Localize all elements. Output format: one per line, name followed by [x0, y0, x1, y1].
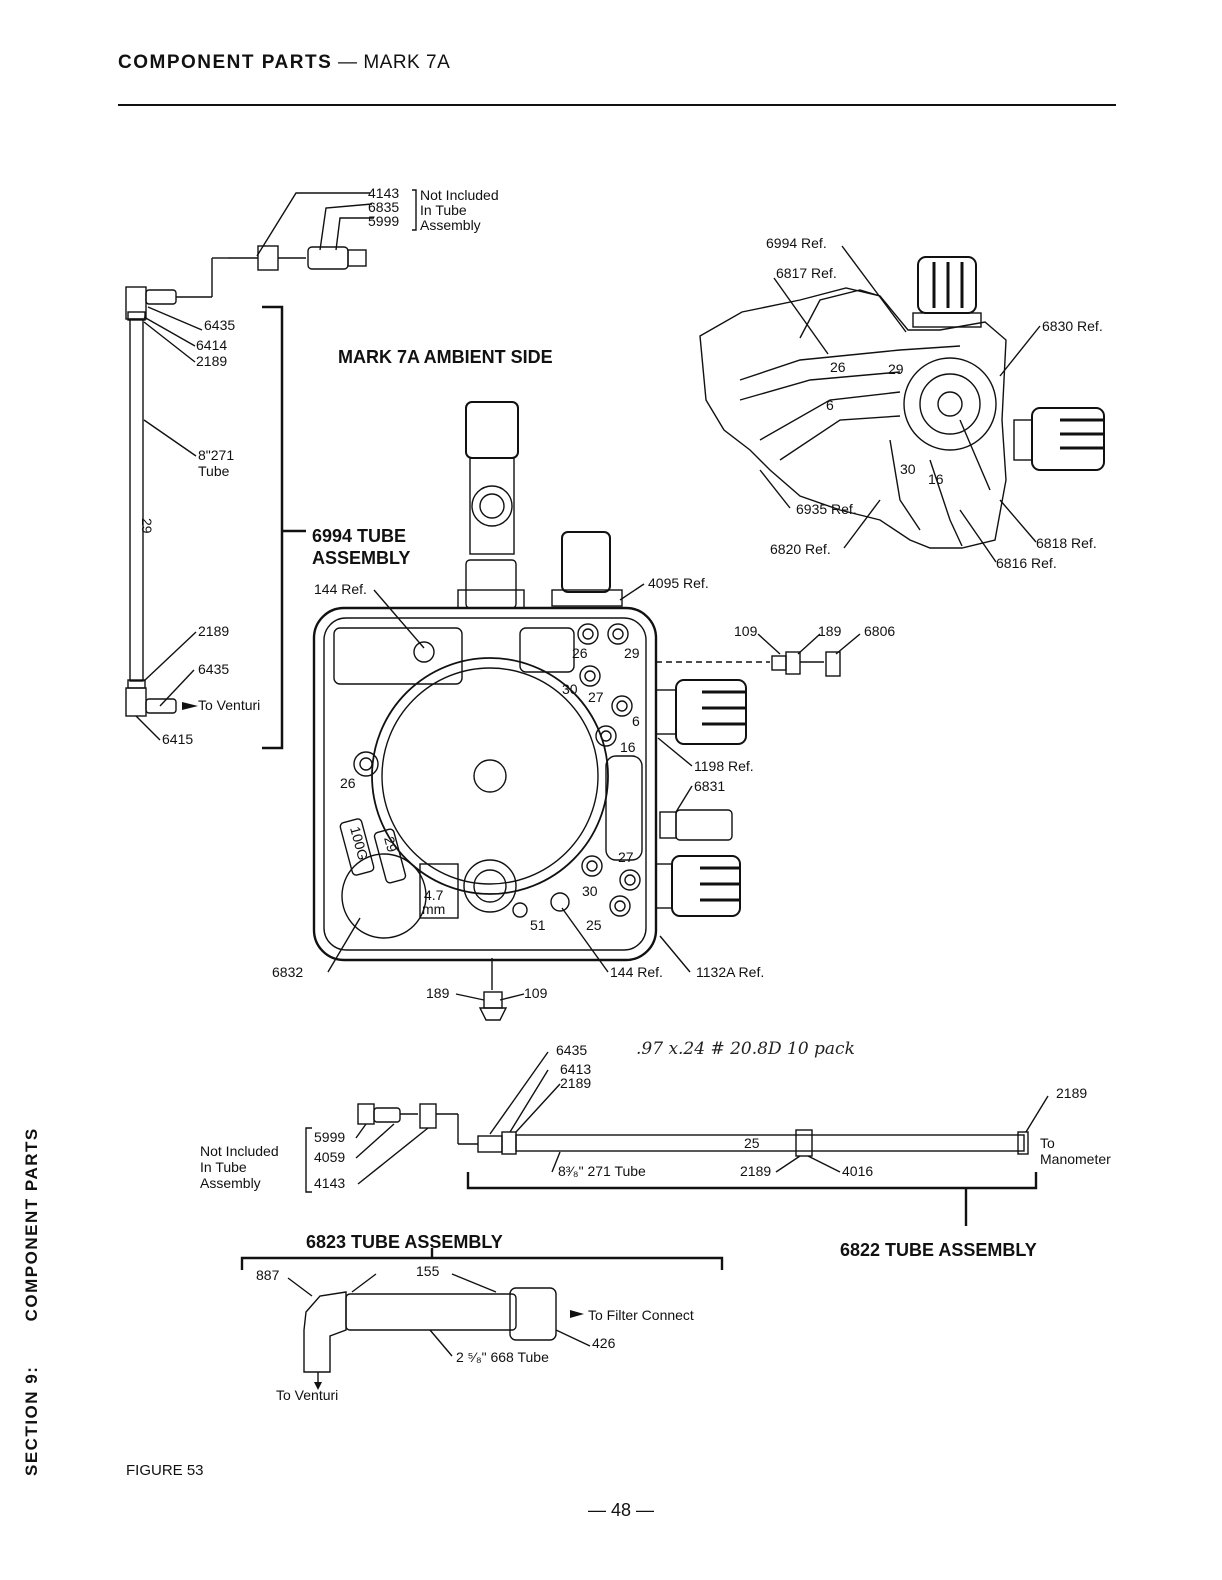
port-number: 27	[618, 849, 634, 865]
tube822-part: 25	[744, 1135, 760, 1151]
body-part: 109	[524, 985, 548, 1001]
header-dash: —	[338, 52, 358, 73]
body-part: 144 Ref.	[314, 581, 367, 597]
assembly-6994-label: ASSEMBLY	[312, 548, 410, 568]
detail-ref: 6817 Ref.	[776, 265, 837, 281]
assembly-6823-label: 6823 TUBE ASSEMBLY	[306, 1232, 503, 1252]
tube994-part: 29	[139, 518, 155, 534]
detail-port: 6	[826, 397, 834, 413]
header-rule	[118, 104, 1116, 106]
body-part: 4095 Ref.	[648, 575, 709, 591]
tube822-part: 6413	[560, 1061, 591, 1077]
body-part: 6806	[864, 623, 895, 639]
detail-ref: 6820 Ref.	[770, 541, 831, 557]
body-part: 6831	[694, 778, 725, 794]
not-included-note: Assembly	[200, 1175, 261, 1191]
figure-label: FIGURE 53	[126, 1462, 204, 1479]
top-fit-part: 5999	[368, 213, 399, 229]
body-part: 1132A Ref.	[696, 964, 764, 980]
not-included-note: In Tube	[200, 1159, 247, 1175]
to-venturi-label: To Venturi	[276, 1387, 338, 1403]
header-bold: COMPONENT PARTS	[118, 52, 333, 73]
to-filter-label: To Filter Connect	[588, 1307, 694, 1323]
port-number: 26	[572, 645, 588, 661]
port-number: 16	[620, 739, 636, 755]
tube994-part: 2189	[198, 623, 229, 639]
tube823-part: 426	[592, 1335, 616, 1351]
section-side-label: SECTION 9: COMPONENT PARTS	[22, 1127, 42, 1476]
not-included-note: Not Included	[200, 1143, 279, 1159]
handwritten-note: .97 x.24 # 20.8D 10 pack	[636, 1039, 855, 1059]
tube994-part: 6414	[196, 337, 227, 353]
not-included-note: Assembly	[420, 217, 481, 233]
body-part: 144 Ref.	[610, 964, 663, 980]
tube822-part: 4016	[842, 1163, 873, 1179]
tube994-part: 2189	[196, 353, 227, 369]
port-number: 25	[586, 917, 602, 933]
bottom-fit-part: 4059	[314, 1149, 345, 1165]
port-number: 30	[562, 681, 578, 697]
not-included-note: In Tube	[420, 202, 467, 218]
page-header: COMPONENT PARTS — MARK 7A	[118, 52, 450, 74]
body-part: 189	[818, 623, 842, 639]
detail-ref: 6818 Ref.	[1036, 535, 1097, 551]
bottom-fit-part: 5999	[314, 1129, 345, 1145]
assembly-6994-label: 6994 TUBE	[312, 526, 406, 546]
body-part: 189	[426, 985, 450, 1001]
tube822-part: 2189	[1056, 1085, 1087, 1101]
port-number: 6	[632, 713, 640, 729]
detail-ref: 6816 Ref.	[996, 555, 1057, 571]
tube823-part: 155	[416, 1263, 440, 1279]
header-model: MARK 7A	[363, 52, 451, 73]
detail-port: 29	[888, 361, 904, 377]
port-number: 4.7	[424, 887, 444, 903]
tube-length-label: Tube	[198, 463, 230, 479]
port-number: mm	[422, 901, 445, 917]
detail-port: 30	[900, 461, 916, 477]
top-fit-part: 4143	[368, 185, 399, 201]
body-part: 6832	[272, 964, 303, 980]
tube-length-label: 8"271	[198, 447, 234, 463]
detail-port: 16	[928, 471, 944, 487]
diagram-title: MARK 7A AMBIENT SIDE	[338, 347, 553, 367]
detail-ref: 6935 Ref.	[796, 501, 857, 517]
to-manometer-label: To	[1040, 1135, 1055, 1151]
port-number: 51	[530, 917, 546, 933]
tube-length-label: 2 ⁵⁄₈" 668 Tube	[456, 1349, 549, 1365]
tube994-part: 6415	[162, 731, 193, 747]
section-title: COMPONENT PARTS	[22, 1127, 41, 1322]
tube822-part: 2189	[740, 1163, 771, 1179]
detail-port: 26	[830, 359, 846, 375]
body-part: 1198 Ref.	[694, 758, 754, 774]
port-number: 26	[340, 775, 356, 791]
port-number: 27	[588, 689, 604, 705]
tube822-part: 6435	[556, 1042, 587, 1058]
port-number: 29	[624, 645, 640, 661]
assembly-6822-label: 6822 TUBE ASSEMBLY	[840, 1240, 1037, 1260]
page-number: — 48 —	[588, 1500, 655, 1520]
not-included-note: Not Included	[420, 187, 499, 203]
to-manometer-label: Manometer	[1040, 1151, 1111, 1167]
tube994-part: 6435	[204, 317, 235, 333]
to-venturi-label: To Venturi	[198, 697, 260, 713]
port-number: 30	[582, 883, 598, 899]
tube-length-label: 8³⁄₈" 271 Tube	[558, 1163, 646, 1179]
port-number: 29	[381, 835, 401, 854]
tube822-part: 2189	[560, 1075, 591, 1091]
detail-ref: 6994 Ref.	[766, 235, 827, 251]
tube994-part: 6435	[198, 661, 229, 677]
body-part: 109	[734, 623, 758, 639]
bottom-fit-part: 4143	[314, 1175, 345, 1191]
section-label: SECTION 9:	[22, 1365, 41, 1476]
top-fit-part: 6835	[368, 199, 399, 215]
port-number: 100G	[347, 825, 371, 862]
detail-ref: 6830 Ref.	[1042, 318, 1103, 334]
tube823-part: 887	[256, 1267, 280, 1283]
